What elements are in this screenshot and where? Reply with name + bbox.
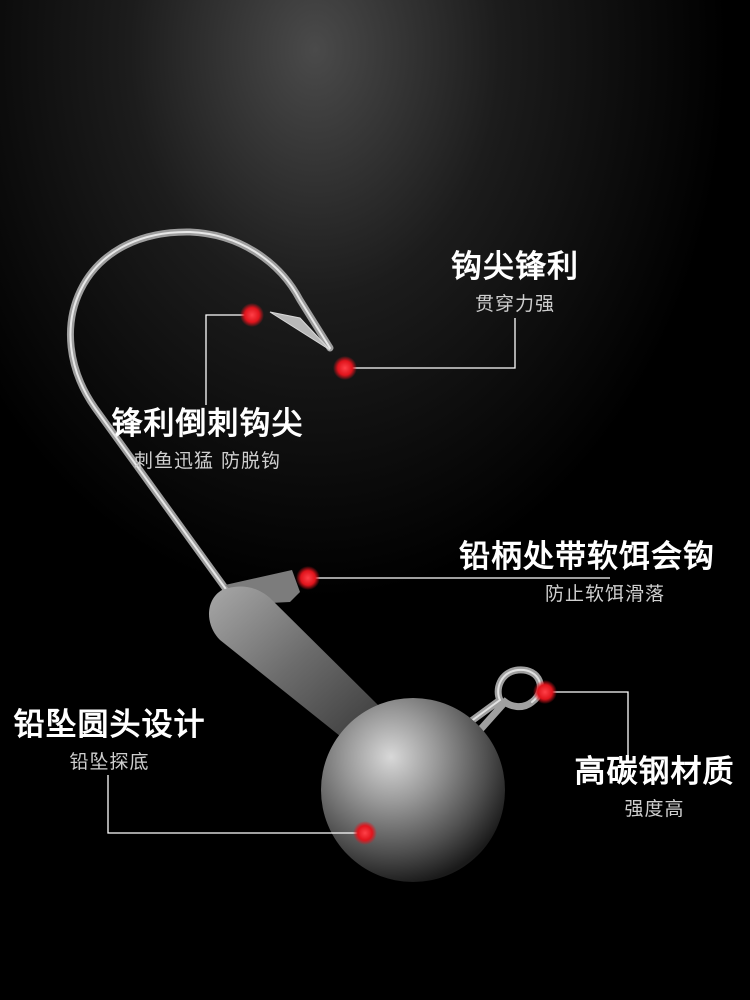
callout-line-material [545,691,629,755]
label-round-head-title: 铅坠圆头设计 [13,707,206,743]
label-barb-title: 锋利倒刺钩尖 [111,406,304,442]
label-hook-point-title: 钩尖锋利 [451,249,579,285]
label-material: 高碳钢材质 强度高 [572,755,737,820]
marker-bait-keeper [296,566,320,590]
hook-barb [269,311,331,351]
marker-material [533,680,557,704]
label-hook-point-subtitle: 贯穿力强 [474,293,555,316]
callout-line-barb [205,314,252,405]
label-bait-keeper: 铅柄处带软饵会钩 防止软饵滑落 [450,540,715,605]
label-material-subtitle: 强度高 [624,798,685,821]
label-bait-keeper-subtitle: 防止软饵滑落 [544,583,665,606]
callout-line-round-head [107,775,365,834]
marker-round-head [353,821,377,845]
round-lead-head [321,698,505,882]
callout-line-hook-point [345,318,516,369]
marker-hook-point [333,356,357,380]
lead-shank [208,586,378,740]
hook-wire-highlight [69,230,331,593]
label-bait-keeper-title: 铅柄处带软饵会钩 [459,539,715,575]
label-hook-point: 钩尖锋利 贯穿力强 [450,250,580,315]
label-material-title: 高碳钢材质 [574,754,735,790]
label-barb-subtitle: 刺鱼迅猛 防脱钩 [133,450,282,473]
marker-barb [240,303,264,327]
label-round-head: 铅坠圆头设计 铅坠探底 [12,708,207,773]
label-round-head-subtitle: 铅坠探底 [69,751,150,774]
label-barb: 锋利倒刺钩尖 刺鱼迅猛 防脱钩 [110,407,305,472]
